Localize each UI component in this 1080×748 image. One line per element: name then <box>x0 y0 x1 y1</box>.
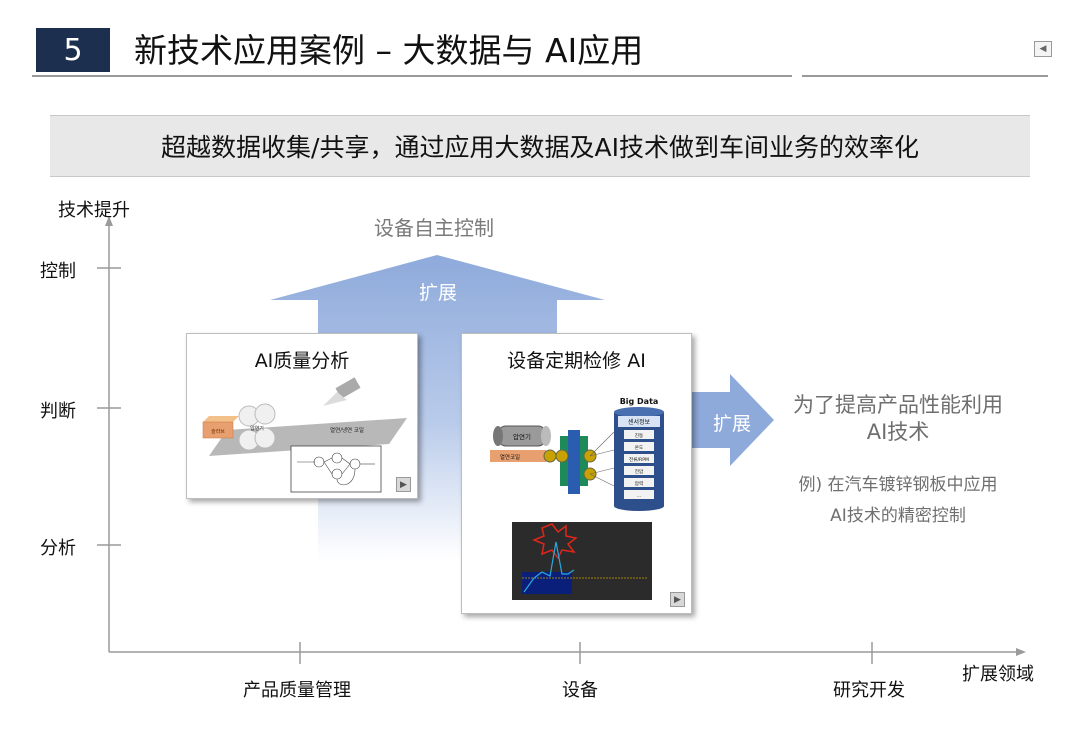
slab-block <box>202 421 234 439</box>
goal-line-2: AI技术 <box>866 420 930 444</box>
mill-coil-label: 열연코일 <box>500 453 520 461</box>
autonomous-control-label: 设备自主控制 <box>374 216 494 240</box>
play-icon[interactable]: ▶ <box>396 477 411 492</box>
mill-rolling-label: 압연기 <box>513 432 531 441</box>
section-number: 5 <box>63 32 83 68</box>
example-line-2: AI技术的精密控制 <box>830 506 966 526</box>
x-axis-arrowhead <box>1016 648 1026 656</box>
coil-label: 열연/냉연 코일 <box>330 426 364 434</box>
rolling-mill-icon: 압연기 열연코일 <box>490 425 551 462</box>
sensor-item-label: 압력 <box>635 480 643 487</box>
y-tick-label-analyze: 分析 <box>40 538 76 559</box>
section-number-badge: 5 <box>36 28 110 72</box>
steel-plate <box>209 418 407 456</box>
sensor-item-label: 전류/RPM <box>629 456 649 463</box>
roller-bottom-right <box>254 427 276 449</box>
play-icon[interactable]: ▶ <box>670 592 685 607</box>
alert-burst-icon <box>531 523 578 560</box>
page-title: 新技术应用案例 – 大数据与 AI应用 <box>134 31 644 70</box>
play-left-icon[interactable]: ◀ <box>1034 41 1052 57</box>
expand-right-arrow <box>692 374 774 466</box>
sensor-item-box <box>624 478 654 487</box>
sensor-item-box <box>624 466 654 475</box>
big-data-label: Big Data <box>620 397 659 406</box>
ai-quality-panel: AI质量分析 슬라브 압연기 열연/냉연 코일 <box>186 333 418 499</box>
sensor-item-label: 온도 <box>635 445 643 451</box>
rolling-label: 압연기 <box>250 425 264 432</box>
sensor-header-label: 센서정보 <box>628 418 651 426</box>
sensor-item-box <box>624 442 654 451</box>
title-underline-left <box>32 75 792 77</box>
up-arrow-label: 扩展 <box>419 282 458 304</box>
rolling-process-illustration: 슬라브 압연기 열연/냉연 코일 <box>202 377 407 493</box>
y-tick-label-judge: 判断 <box>40 401 76 422</box>
sensor-item-box <box>624 430 654 439</box>
sensor-item-box <box>624 454 654 463</box>
x-tick-label-equipment: 设备 <box>562 680 598 701</box>
sensor-item-label: 진동 <box>635 432 643 439</box>
ai-quality-title: AI质量分析 <box>254 350 350 372</box>
summary-banner: 超越数据收集/共享，通过应用大数据及AI技术做到车间业务的效率化 <box>50 115 1030 177</box>
right-arrow-label: 扩展 <box>713 413 752 435</box>
y-tick-label-control: 控制 <box>40 261 76 282</box>
roller-top-right <box>254 403 276 425</box>
sensor-item-box <box>618 416 660 427</box>
goal-line-1: 为了提高产品性能利用 <box>793 393 1003 417</box>
x-axis-title: 扩展领域 <box>962 664 1034 685</box>
x-tick-label-rnd: 研究开发 <box>833 680 905 701</box>
y-axis-title: 技术提升 <box>58 200 130 221</box>
x-tick-label-quality: 产品质量管理 <box>243 680 351 701</box>
sensor-trend-chart <box>512 522 652 600</box>
slab-label: 슬라브 <box>211 428 225 435</box>
banner-text: 超越数据收集/共享，通过应用大数据及AI技术做到车间业务的效率化 <box>161 133 919 162</box>
y-axis-arrowhead <box>105 216 113 226</box>
equipment-maintenance-title: 设备定期检修 AI <box>507 350 646 372</box>
sensor-item-box <box>624 490 654 499</box>
gearbox-icon <box>543 430 615 494</box>
slab-block-top <box>203 416 239 422</box>
neural-network-diagram <box>290 445 382 493</box>
sensor-trend-line <box>523 541 575 593</box>
camera-icon <box>323 377 361 406</box>
sensor-item-label: ... <box>637 494 641 499</box>
sensor-item-label: 전압 <box>635 468 644 475</box>
example-line-1: 例) 在汽车镀锌钢板中应用 <box>798 475 998 495</box>
title-underline-right <box>802 75 1048 77</box>
